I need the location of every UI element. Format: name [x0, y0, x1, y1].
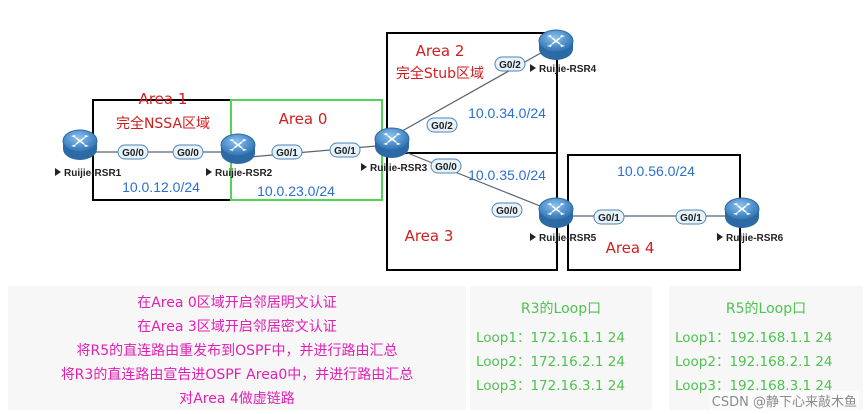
router-r6-label: Ruijie-RSR6	[717, 233, 784, 244]
r5-loopback-panel: R5的Loop口 Loop1：192.168.1.1 24 Loop2：192.…	[669, 286, 863, 410]
svg-text:Ruijie-RSR1: Ruijie-RSR1	[64, 168, 122, 179]
subnet-label-r3-r4: 10.0.34.0/24	[468, 105, 546, 121]
watermark: CSDN @静下心来敲木鱼	[709, 391, 859, 410]
task-item: 将R5的直连路由重发布到OSPF中，并进行路由汇总	[76, 343, 398, 359]
router-r1-icon[interactable]	[62, 129, 98, 161]
svg-text:Ruijie-RSR6: Ruijie-RSR6	[726, 233, 784, 244]
router-r5-label: Ruijie-RSR5	[530, 233, 597, 244]
task-item: 在Area 3区域开启邻居密文认证	[137, 319, 337, 335]
svg-text:Ruijie-RSR3: Ruijie-RSR3	[370, 163, 428, 174]
r5-loopback-title: R5的Loop口	[725, 301, 807, 317]
subnet-label-r1-r2: 10.0.12.0/24	[122, 179, 200, 195]
area1-name: Area 1	[139, 90, 188, 108]
router-r2-label: Ruijie-RSR2	[206, 168, 273, 179]
svg-text:G0/0: G0/0	[122, 148, 144, 159]
svg-text:G0/0: G0/0	[435, 162, 457, 173]
area0-name: Area 0	[279, 110, 328, 128]
loopback-entry: Loop2：172.16.2.1 24	[476, 354, 625, 370]
r3-loopback-panel: R3的Loop口 Loop1：172.16.1.1 24 Loop2：172.1…	[470, 286, 652, 410]
area2-name: Area 2	[416, 42, 465, 60]
port-label: G0/0	[491, 202, 523, 218]
task-item: 在Area 0区域开启邻居明文认证	[137, 295, 337, 311]
port-label: G0/2	[494, 56, 526, 72]
link-r3-r5	[394, 147, 556, 213]
router-r3-icon[interactable]	[374, 127, 410, 159]
task-item: 对Area 4做虚链路	[179, 391, 295, 407]
port-label: G0/1	[675, 209, 707, 225]
port-label: G0/0	[172, 144, 204, 160]
area2-border	[386, 32, 558, 154]
area2-type: 完全Stub区域	[396, 65, 484, 82]
svg-text:Ruijie-RSR2: Ruijie-RSR2	[215, 168, 273, 179]
svg-text:G0/2: G0/2	[499, 60, 521, 71]
router-r3-label: Ruijie-RSR3	[361, 163, 428, 174]
area1-type: 完全NSSA区域	[116, 115, 210, 132]
router-r4-label: Ruijie-RSR4	[530, 64, 597, 75]
subnet-label-r3-r5: 10.0.35.0/24	[468, 167, 546, 183]
network-topology-diagram: G0/0 G0/0 G0/1 G0/1 G0/2 G0/2 G0/0 G0/0 …	[55, 29, 784, 271]
port-label: G0/1	[271, 144, 303, 160]
port-label: G0/1	[593, 209, 625, 225]
subnet-label-r2-r3: 10.0.23.0/24	[257, 183, 335, 199]
router-r4-icon[interactable]	[538, 29, 574, 61]
task-item: 将R3的直连路由宣告进OSPF Area0中，并进行路由汇总	[60, 367, 414, 383]
r3-loopback-title: R3的Loop口	[520, 301, 602, 317]
link-r2-r3	[237, 144, 389, 159]
loopback-entry: Loop3：192.168.3.1 24	[675, 378, 833, 394]
svg-text:G0/1: G0/1	[598, 213, 620, 224]
svg-text:G0/1: G0/1	[276, 148, 298, 159]
subnet-label-r5-r6: 10.0.56.0/24	[617, 163, 695, 179]
svg-text:Ruijie-RSR4: Ruijie-RSR4	[539, 64, 597, 75]
task-list-panel: 在Area 0区域开启邻居明文认证 在Area 3区域开启邻居密文认证 将R5的…	[8, 286, 466, 410]
router-r2-icon[interactable]	[220, 133, 256, 165]
loopback-entry: Loop1：192.168.1.1 24	[675, 330, 833, 346]
loopback-entry: Loop3：172.16.3.1 24	[476, 378, 625, 394]
link-r3-r4	[394, 44, 556, 136]
port-label: G0/0	[117, 144, 149, 160]
loopback-entry: Loop1：172.16.1.1 24	[476, 330, 625, 346]
svg-text:G0/1: G0/1	[334, 146, 356, 157]
router-r5-icon[interactable]	[538, 197, 574, 229]
svg-text:G0/1: G0/1	[680, 213, 702, 224]
area4-name: Area 4	[606, 239, 655, 257]
svg-text:G0/0: G0/0	[496, 206, 518, 217]
svg-text:G0/0: G0/0	[177, 148, 199, 159]
router-r1-label: Ruijie-RSR1	[55, 168, 122, 179]
router-r6-icon[interactable]	[724, 197, 760, 229]
area3-name: Area 3	[405, 227, 454, 245]
svg-text:Ruijie-RSR5: Ruijie-RSR5	[539, 233, 597, 244]
svg-text:G0/2: G0/2	[431, 121, 453, 132]
port-label: G0/1	[329, 142, 361, 158]
port-label: G0/0	[430, 158, 462, 174]
port-label: G0/2	[426, 117, 458, 133]
loopback-entry: Loop2：192.168.2.1 24	[675, 354, 833, 370]
